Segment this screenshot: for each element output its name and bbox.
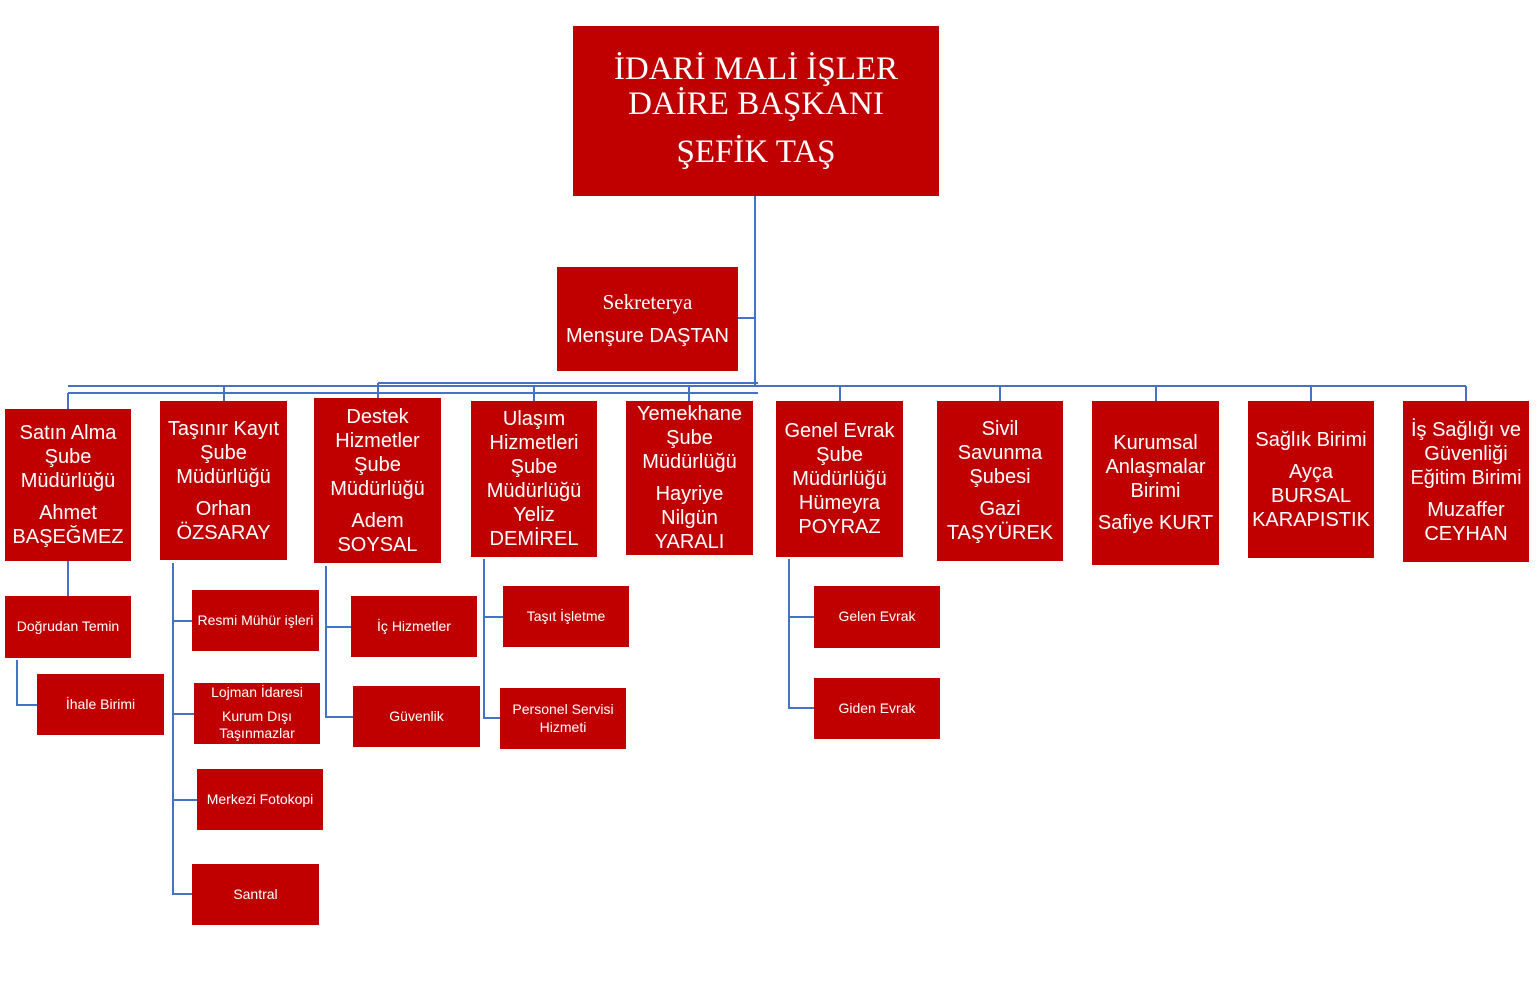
subunit-guvenlik: Güvenlik bbox=[353, 686, 480, 747]
connector-bus-2 bbox=[68, 382, 758, 394]
unit-manager: Ahmet BAŞEĞMEZ bbox=[12, 502, 124, 548]
subunit-tasit-isletme: Taşıt İşletme bbox=[503, 586, 629, 647]
unit-title: Kurumsal Anlaşmalar Birimi bbox=[1105, 432, 1206, 502]
subunit-label: Lojman İdaresi bbox=[211, 684, 303, 701]
connector-satin-alma-subs bbox=[16, 561, 69, 706]
subunit-label: Gelen Evrak bbox=[838, 608, 916, 625]
unit-title: Sivil Savunma Şubesi bbox=[957, 418, 1043, 488]
subunit-label: İç Hizmetler bbox=[377, 617, 451, 634]
unit-title: Sağlık Birimi bbox=[1255, 428, 1367, 451]
subunit-ic-hizmetler: İç Hizmetler bbox=[351, 596, 477, 657]
head-title-line2: DAİRE BAŞKANI bbox=[628, 85, 884, 122]
unit-title: Genel Evrak Şube Müdürlüğü bbox=[784, 420, 895, 490]
subunit-label: Merkezi Fotokopi bbox=[206, 790, 314, 807]
head-title-line1: İDARİ MALİ İŞLER bbox=[613, 51, 899, 88]
subunit-label: Güvenlik bbox=[389, 707, 444, 724]
subunit-label: Doğrudan Temin bbox=[16, 618, 120, 635]
subunit-merkezi-fotokopi: Merkezi Fotokopi bbox=[197, 769, 323, 830]
unit-manager: Hümeyra POYRAZ bbox=[798, 492, 881, 538]
subunit-label: Santral bbox=[233, 885, 278, 902]
connector-tasinir-subs bbox=[172, 563, 197, 895]
subunit-label: İhale Birimi bbox=[65, 695, 136, 712]
unit-title: Taşınır Kayıt Şube Müdürlüğü bbox=[167, 417, 280, 488]
subunit-label: Personel Servisi Hizmeti bbox=[512, 701, 614, 735]
unit-manager: Yeliz DEMİREL bbox=[489, 504, 579, 550]
connector-ulasim-subs bbox=[483, 559, 503, 719]
unit-title: Yemekhane Şube Müdürlüğü bbox=[637, 403, 742, 473]
subunit-label: Kurum Dışı Taşınmazlar bbox=[219, 707, 295, 742]
connector-genel-evrak-subs bbox=[788, 559, 814, 709]
unit-title: İş Sağlığı ve Güvenliği Eğitim Birimi bbox=[1410, 418, 1522, 489]
connector-destek-subs bbox=[325, 566, 353, 718]
subunit-label: Resmi Mühür işleri bbox=[197, 611, 314, 628]
subunit-santral: Santral bbox=[192, 864, 319, 925]
secretary-box: Sekreterya Menşure DAŞTAN bbox=[557, 267, 738, 371]
unit-title: Destek Hizmetler Şube Müdürlüğü bbox=[330, 405, 425, 500]
subunit-label: Taşıt İşletme bbox=[526, 607, 606, 624]
unit-manager: Orhan ÖZSARAY bbox=[176, 497, 271, 544]
connector-drops bbox=[67, 383, 1467, 409]
unit-manager: Ayça BURSAL KARAPISTIK bbox=[1252, 460, 1370, 531]
unit-manager: Hayriye Nilgün YARALI bbox=[654, 483, 725, 553]
subunit-gelen-evrak: Gelen Evrak bbox=[814, 586, 940, 648]
unit-title: Ulaşım Hizmetleri Şube Müdürlüğü bbox=[486, 408, 582, 502]
subunit-giden-evrak: Giden Evrak bbox=[814, 678, 940, 739]
subunit-dogrudan-temin: Doğrudan Temin bbox=[5, 596, 131, 658]
subunit-label: Giden Evrak bbox=[838, 699, 916, 716]
head-box: İDARİ MALİ İŞLER DAİRE BAŞKANI ŞEFİK TAŞ bbox=[573, 26, 939, 196]
head-name: ŞEFİK TAŞ bbox=[676, 134, 836, 171]
unit-title: Satın Alma Şube Müdürlüğü bbox=[19, 422, 117, 492]
subunit-personel-servisi: Personel Servisi Hizmeti bbox=[500, 688, 626, 749]
secretary-name: Menşure DAŞTAN bbox=[565, 324, 729, 347]
unit-manager: Muzaffer CEYHAN bbox=[1424, 498, 1508, 545]
secretary-title: Sekreterya bbox=[602, 290, 693, 315]
subunit-resmi-muhur: Resmi Mühür işleri bbox=[192, 590, 319, 651]
unit-manager: Safiye KURT bbox=[1097, 512, 1214, 534]
unit-manager: Adem SOYSAL bbox=[337, 509, 418, 556]
subunit-ihale-birimi: İhale Birimi bbox=[37, 674, 164, 735]
unit-manager: Gazi TAŞYÜREK bbox=[946, 498, 1054, 544]
